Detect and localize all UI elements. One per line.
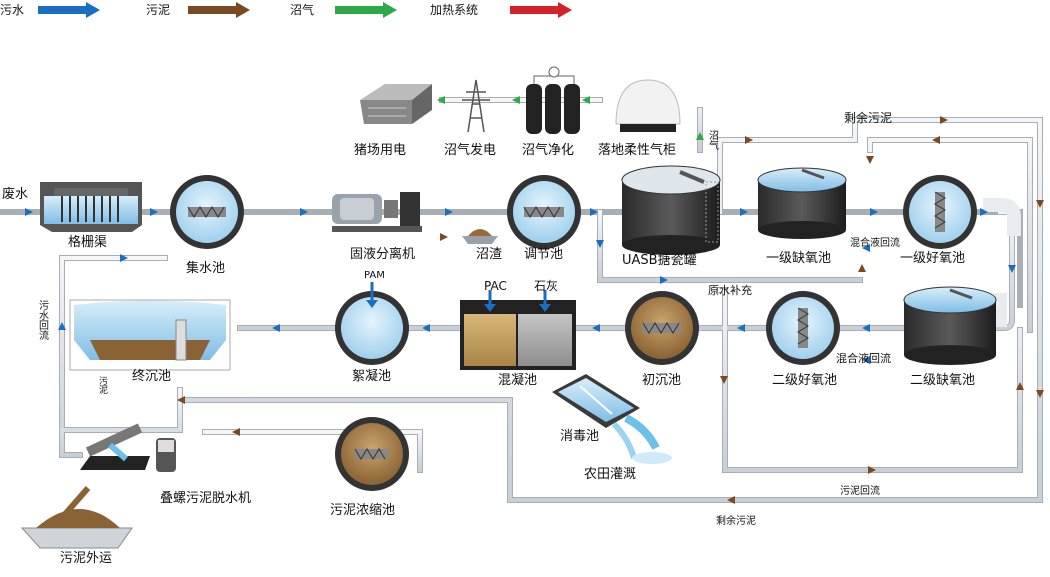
- flow-pac: PAC: [484, 279, 507, 293]
- uasb-tank-icon: [621, 165, 721, 255]
- flow-sludge-return: 污泥回流: [840, 484, 880, 497]
- flow-excess-sludge-bottom: 剩余污泥: [716, 514, 756, 527]
- flow-sewage-return: 污水回流: [37, 300, 49, 341]
- legend: [38, 2, 572, 18]
- flow-mixed-return-2: 混合液回流: [836, 351, 891, 365]
- separator-machine-icon: [332, 192, 422, 232]
- label-sludge-out: 污泥外运: [60, 551, 112, 566]
- label-uasb: UASB搪瓷罐: [622, 252, 697, 268]
- label-primary-settling: 初沉池: [642, 373, 681, 388]
- label-regulating: 调节池: [524, 247, 563, 262]
- thickening-tank-icon: [335, 417, 409, 491]
- irrigation-water-icon: [611, 414, 672, 464]
- gas-purifier-icon: [526, 66, 580, 134]
- label-disinfection: 消毒池: [560, 429, 599, 444]
- label-aerobic1: 一级好氧池: [900, 251, 965, 266]
- flow-pam: PAM: [364, 270, 385, 281]
- gas-holder-icon: [615, 79, 681, 132]
- label-gas-holder: 落地柔性气柜: [598, 142, 676, 158]
- label-anoxic1: 一级缺氧池: [766, 251, 831, 266]
- anoxic1-tank-icon: [757, 167, 847, 239]
- flow-sludge-vertical: 污泥: [97, 375, 108, 395]
- flow-mixed-return-1: 混合液回流: [850, 236, 900, 249]
- power-tower-icon: [462, 79, 490, 133]
- residue-pile-icon: [462, 229, 498, 244]
- legend-sludge-arrow: [188, 2, 250, 18]
- regulating-tank-icon: [507, 175, 581, 249]
- collection-tank-icon: [170, 175, 244, 249]
- label-collection: 集水池: [186, 260, 225, 276]
- flow-lime: 石灰: [534, 279, 558, 293]
- primary-settling-tank-icon: [625, 291, 699, 365]
- legend-label-sludge: 污泥: [146, 3, 170, 17]
- legend-label-wastewater: 污水: [0, 3, 24, 17]
- label-wastewater: 废水: [2, 186, 28, 202]
- aerobic2-tank-icon: [766, 291, 840, 365]
- label-flocculation: 絮凝池: [352, 368, 391, 384]
- label-irrigation: 农田灌溉: [584, 467, 636, 482]
- flow-raw-supplement: 原水补充: [708, 283, 752, 297]
- pig-farm-building-icon: [360, 84, 432, 124]
- legend-label-biogas: 沼气: [290, 2, 314, 17]
- aerobic1-tank-icon: [903, 175, 977, 249]
- label-separator: 固液分离机: [350, 246, 415, 262]
- flow-biogas-vertical: 沼气: [707, 129, 719, 150]
- anoxic2-tank-icon: [903, 286, 997, 365]
- legend-biogas-arrow: [335, 2, 397, 18]
- label-residue: 沼渣: [476, 247, 502, 262]
- label-screen: 格栅渠: [68, 234, 107, 250]
- label-final-settling: 终沉池: [132, 368, 171, 384]
- flocculation-tank-icon: [335, 282, 409, 365]
- legend-heating-arrow: [510, 2, 572, 18]
- label-thickening: 污泥浓缩池: [330, 502, 395, 518]
- label-biogas-power: 沼气发电: [444, 142, 496, 158]
- final-settling-tank-icon: [69, 299, 231, 371]
- grating-channel-icon: [40, 182, 142, 232]
- label-coagulation: 混凝池: [498, 372, 537, 388]
- sludge-truck-icon: [20, 486, 133, 549]
- label-pig-power: 猪场用电: [354, 143, 406, 158]
- label-aerobic2: 二级好氧池: [772, 373, 837, 388]
- legend-wastewater-arrow: [38, 2, 100, 18]
- flow-excess-sludge-top: 剩余污泥: [844, 110, 892, 125]
- flow-arrows: [25, 96, 1044, 504]
- legend-label-heating: 加热系统: [430, 3, 478, 17]
- label-anoxic2: 二级缺氧池: [910, 373, 975, 388]
- coagulation-tank-icon: [460, 290, 576, 370]
- disinfection-tank-icon: [552, 374, 640, 428]
- label-biogas-purify: 沼气净化: [522, 142, 574, 158]
- screw-dewatering-icon: [80, 423, 176, 472]
- label-dewater: 叠螺污泥脱水机: [160, 491, 251, 506]
